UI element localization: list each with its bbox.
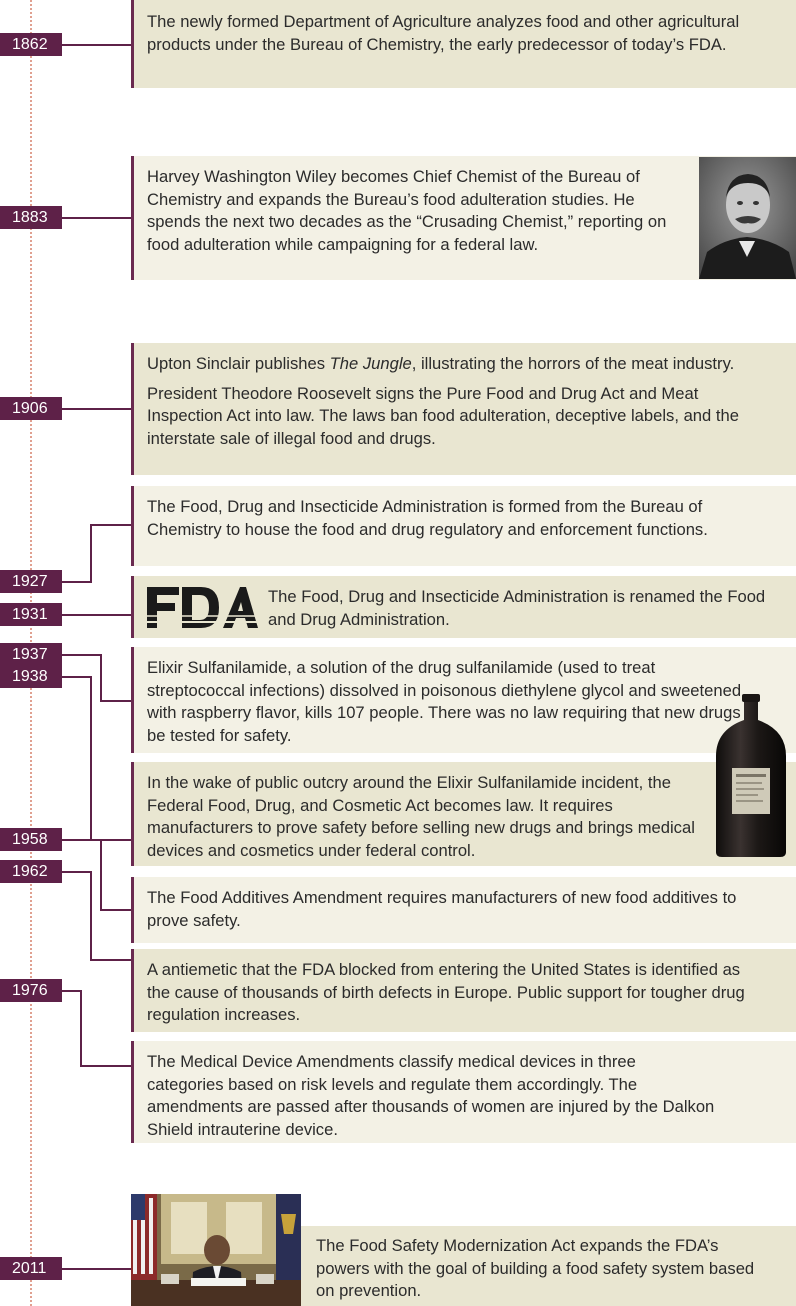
fda-logo (145, 585, 260, 630)
year-label-1962: 1962 (0, 860, 62, 883)
entry-card-1931: The Food, Drug and Insecticide Administr… (131, 576, 796, 638)
connector-1883 (62, 217, 132, 219)
connector-1927-h (90, 524, 132, 526)
oval-office-signing (131, 1194, 301, 1306)
entry-card-1937: Elixir Sulfanilamide, a solution of the … (131, 647, 796, 753)
entry-card-1962: A antiemetic that the FDA blocked from e… (131, 949, 796, 1032)
year-label-1906: 1906 (0, 397, 62, 420)
connector-1962-h (90, 959, 132, 961)
entry-card-1883: Harvey Washington Wiley becomes Chief Ch… (131, 156, 796, 280)
year-label-1958: 1958 (0, 828, 62, 851)
entry-text: Harvey Washington Wiley becomes Chief Ch… (147, 167, 667, 254)
year-label-1862: 1862 (0, 33, 62, 56)
entry-card-1906: Upton Sinclair publishes The Jungle, ill… (131, 343, 796, 475)
entry-text: The Food, Drug and Insecticide Administr… (268, 587, 766, 629)
connector-1958-h (100, 909, 132, 911)
year-label-1883: 1883 (0, 206, 62, 229)
connector-1962 (62, 871, 92, 873)
connector-1937 (62, 654, 102, 656)
connector-1958 (62, 839, 102, 841)
year-label-1976: 1976 (0, 979, 62, 1002)
entry-text-part: Upton Sinclair publishes (147, 354, 330, 373)
entry-text: Upton Sinclair publishes The Jungle, ill… (147, 353, 756, 376)
connector-2011 (62, 1268, 132, 1270)
year-label-1931: 1931 (0, 603, 62, 626)
entry-text: In the wake of public outcry around the … (147, 773, 695, 860)
year-label-2011: 2011 (0, 1257, 62, 1280)
entry-text: The Food Additives Amendment requires ma… (147, 888, 737, 930)
connector-1927-v (90, 524, 92, 583)
entry-card-2011: The Food Safety Modernization Act expand… (300, 1226, 796, 1306)
entry-card-1938: In the wake of public outcry around the … (131, 762, 796, 866)
entry-text: A antiemetic that the FDA blocked from e… (147, 960, 745, 1025)
connector-1931 (62, 614, 132, 616)
entry-text-part: , illustrating the horrors of the meat i… (411, 354, 735, 373)
entry-card-1976: The Medical Device Amendments classify m… (131, 1041, 796, 1143)
entry-card-1862: The newly formed Department of Agricultu… (131, 0, 796, 88)
entry-text: The Medical Device Amendments classify m… (147, 1052, 715, 1139)
connector-1938-v (90, 676, 92, 841)
connector-1927 (62, 581, 92, 583)
connector-1962-v (90, 871, 92, 961)
entry-card-1958: The Food Additives Amendment requires ma… (131, 877, 796, 943)
wiley-portrait (699, 157, 796, 279)
connector-1906 (62, 408, 132, 410)
connector-1862 (62, 44, 132, 46)
entry-text: The newly formed Department of Agricultu… (147, 12, 740, 54)
elixir-bottle (712, 694, 790, 859)
connector-1937-h (100, 700, 132, 702)
entry-text: The Food Safety Modernization Act expand… (316, 1236, 755, 1301)
connector-1976 (62, 990, 82, 992)
connector-1938 (62, 676, 92, 678)
connector-1937-v (100, 654, 102, 702)
year-label-1937: 1937 (0, 643, 62, 666)
connector-1958-v (100, 839, 102, 911)
connector-1938-h (90, 839, 132, 841)
entry-text: The Food, Drug and Insecticide Administr… (147, 497, 708, 539)
entry-text-2: President Theodore Roosevelt signs the P… (147, 383, 739, 448)
book-title: The Jungle (329, 354, 412, 373)
entry-text: Elixir Sulfanilamide, a solution of the … (147, 658, 742, 745)
connector-1976-h (80, 1065, 132, 1067)
connector-1976-v (80, 990, 82, 1067)
year-label-1927: 1927 (0, 570, 62, 593)
entry-card-1927: The Food, Drug and Insecticide Administr… (131, 486, 796, 566)
year-label-1938: 1938 (0, 665, 62, 688)
